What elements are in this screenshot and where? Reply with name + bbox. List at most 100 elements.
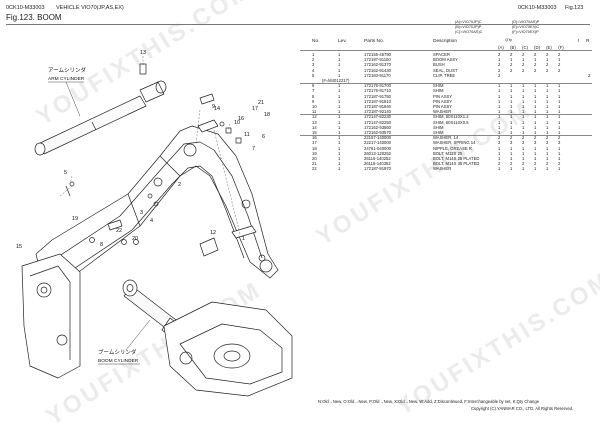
row-no: 6 — [312, 83, 315, 89]
row-description: WASHER — [433, 166, 452, 172]
callout-7: 7 — [252, 146, 255, 152]
row-part-number: 172162-91370 — [364, 62, 392, 68]
row-qty: 1 — [534, 114, 537, 120]
row-qty: 1 — [558, 150, 561, 156]
row-qty: 1 — [558, 98, 561, 104]
row-part-number: 172187-91100 — [364, 57, 391, 63]
row-qty: 2 — [498, 52, 501, 57]
row-qty: 1 — [558, 104, 561, 109]
callout-15: 15 — [16, 244, 22, 250]
row-qty: 1 — [510, 166, 513, 172]
row-qty: 1 — [534, 98, 537, 104]
row-no: 18 — [312, 145, 317, 151]
row-part-number: 172147-82250 — [364, 119, 392, 125]
col-no: No. — [312, 39, 320, 44]
row-no: 17 — [312, 140, 317, 146]
callout-10: 10 — [234, 120, 240, 126]
row-lev: 1 — [338, 62, 341, 68]
row-qty: 1 — [558, 119, 561, 125]
row-no: 11 — [312, 109, 317, 115]
row-qty: 2 — [546, 135, 549, 141]
row-no: 20 — [312, 156, 317, 161]
row-qty: 2 — [498, 161, 501, 167]
row-qty: 2 — [558, 52, 561, 57]
row-part-number: 172187-92140 — [364, 109, 392, 115]
row-qty: 1 — [534, 93, 537, 99]
row-description: SPACER — [433, 52, 450, 57]
row-qty: 1 — [510, 83, 513, 89]
row-qty: 1 — [498, 98, 501, 104]
col-variant-e: (E) — [546, 45, 552, 50]
row-qty: 1 — [522, 166, 525, 172]
row-qty: 1 — [522, 130, 525, 135]
row-description: BOLT, M14X 35 PLATED — [433, 161, 480, 167]
row-no: 9 — [312, 98, 315, 104]
row-qty: 1 — [546, 145, 549, 151]
row-lev: 1 — [338, 119, 341, 125]
row-qty: 1 — [558, 124, 561, 130]
callout-16: 16 — [238, 116, 244, 122]
row-qty: 1 — [522, 98, 525, 104]
row-qty: 1 — [522, 124, 525, 130]
row-qty: 1 — [534, 104, 537, 109]
leader-lines — [59, 56, 241, 235]
swing-bracket — [163, 301, 293, 397]
row-group-divider — [300, 82, 592, 84]
col-variant-d: (D) — [534, 45, 540, 50]
row-lev: 1 — [338, 109, 341, 115]
row-description: SHIM — [433, 130, 444, 135]
row-qty: 1 — [558, 93, 561, 99]
row-qty: 1 — [558, 114, 561, 120]
row-qty: 1 — [546, 93, 549, 99]
row-no: 4 — [312, 67, 315, 73]
row-qty: 2 — [522, 52, 525, 57]
row-no: 19 — [312, 150, 317, 156]
row-lev: 1 — [338, 72, 341, 78]
row-qty: 1 — [510, 114, 513, 120]
cylinder-labels: アームシリンダ ARM CYLINDER ブームシリンダ BOOM CYLIND… — [48, 66, 151, 365]
row-group-divider — [300, 134, 592, 136]
row-part-number: 172183-91170 — [364, 72, 391, 78]
row-lev: 1 — [338, 88, 341, 94]
row-qty: 2 — [510, 161, 513, 167]
row-qty: 1 — [498, 93, 501, 99]
model-codes-left: (A)=VIO70JP)C (B)=VIO70JP)P (C)=VIO70AS)… — [455, 20, 483, 34]
col-variant-b: (B) — [510, 45, 516, 50]
row-part-number: 172147-82230 — [364, 114, 392, 120]
row-part-number: 26013-120252 — [364, 150, 392, 156]
row-note: (#=M4012217) — [300, 78, 592, 83]
row-description: BOLT, M14X 25 PLATED — [433, 156, 480, 161]
row-qty: 1 — [498, 150, 501, 156]
row-qty: 1 — [522, 119, 525, 125]
row-qty: 3 — [498, 140, 501, 146]
row-qty: 1 — [546, 83, 549, 89]
row-qty: 1 — [546, 98, 549, 104]
row-qty: 1 — [546, 114, 549, 120]
row-qty: 2 — [546, 52, 549, 57]
row-qty: 1 — [510, 104, 513, 109]
row-qty: 1 — [510, 57, 513, 63]
row-lev: 1 — [338, 140, 341, 146]
row-part-number: 172187-91840 — [364, 104, 392, 109]
row-qty: 1 — [534, 156, 537, 161]
callout-17: 17 — [252, 106, 258, 112]
row-no: 8 — [312, 93, 315, 99]
row-lev: 1 — [338, 124, 341, 130]
row-lev: 1 — [338, 114, 341, 120]
row-lev: 1 — [338, 57, 341, 63]
row-remark: Z — [588, 72, 591, 78]
arm-cylinder-label-en: ARM CYLINDER — [48, 76, 85, 82]
row-qty: 2 — [510, 52, 513, 57]
row-no: 14 — [312, 124, 317, 130]
row-qty: 1 — [498, 114, 501, 120]
boom-cylinder-label-en: BOOM CYLINDER — [98, 358, 139, 364]
row-qty: 1 — [558, 145, 561, 151]
boom-cylinder-label-jp: ブームシリンダ — [98, 348, 137, 356]
row-qty: 2 — [546, 62, 549, 68]
